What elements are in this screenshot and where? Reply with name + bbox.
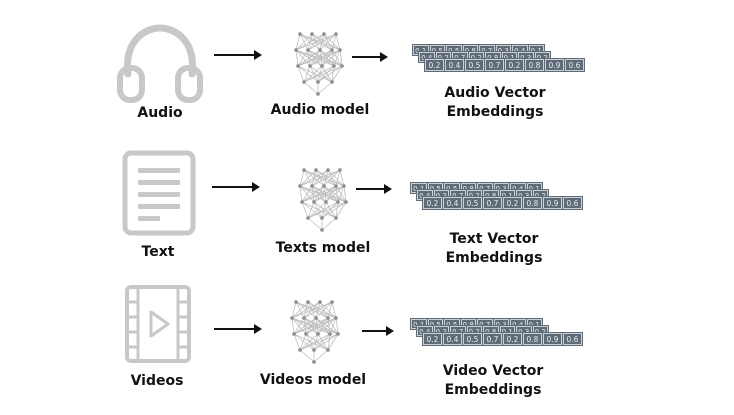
embedding-matrix-videos: 0.10.50.50.80.70.30.40.10.40.20.70.20.80… [410, 318, 585, 350]
embedding-value: 0.2 [425, 59, 444, 71]
embedding-value: 0.9 [543, 197, 562, 209]
document-icon [122, 150, 196, 236]
embedding-value: 0.8 [525, 59, 544, 71]
embedding-label-line1: Text Vector [449, 231, 539, 247]
video-file-icon [125, 285, 191, 363]
input-label-audio: Audio [137, 105, 183, 121]
input-label-videos: Videos [130, 373, 184, 389]
embedding-label-text: Text Vector Embeddings [419, 230, 569, 268]
embedding-value: 0.2 [503, 197, 522, 209]
arrow-model-to-embedding-text [356, 184, 392, 194]
embedding-value: 0.7 [483, 197, 502, 209]
embedding-value: 0.9 [545, 59, 564, 71]
embedding-value: 0.2 [505, 59, 524, 71]
embedding-value: 0.4 [443, 333, 462, 345]
embedding-value: 0.6 [565, 59, 584, 71]
embedding-value: 0.4 [445, 59, 464, 71]
embedding-value: 0.6 [563, 197, 582, 209]
embedding-value: 0.8 [523, 197, 542, 209]
embedding-label-videos: Video Vector Embeddings [418, 362, 568, 400]
model-label-text: Texts model [275, 240, 371, 256]
embedding-value: 0.4 [443, 197, 462, 209]
embedding-value: 0.5 [463, 333, 482, 345]
embedding-value: 0.9 [543, 333, 562, 345]
embedding-value: 0.7 [483, 333, 502, 345]
embedding-label-line1: Audio Vector [444, 85, 546, 101]
embedding-matrix-text: 0.10.50.50.80.70.30.40.10.40.20.70.20.80… [410, 182, 585, 214]
arrow-input-to-model-audio [214, 50, 262, 60]
embedding-label-audio: Audio Vector Embeddings [420, 84, 570, 122]
neural-network-icon [290, 300, 340, 364]
embedding-value: 0.5 [465, 59, 484, 71]
embedding-value: 0.2 [503, 333, 522, 345]
arrow-model-to-embedding-audio [352, 52, 388, 62]
model-label-videos: Videos model [259, 372, 367, 388]
embedding-value: 0.7 [485, 59, 504, 71]
embedding-label-line2: Embeddings [444, 382, 542, 398]
embedding-label-line2: Embeddings [446, 104, 544, 120]
embedding-label-line2: Embeddings [445, 250, 543, 266]
embedding-value: 0.2 [423, 197, 442, 209]
arrow-model-to-embedding-videos [362, 326, 394, 336]
headphones-icon [117, 24, 203, 103]
model-label-audio: Audio model [270, 102, 370, 118]
embedding-matrix-audio: 0.10.50.50.80.70.30.40.10.40.20.70.20.80… [412, 44, 587, 76]
arrow-input-to-model-text [212, 182, 260, 192]
neural-network-icon [298, 168, 348, 232]
embedding-value: 0.8 [523, 333, 542, 345]
arrow-input-to-model-videos [214, 324, 262, 334]
embedding-label-line1: Video Vector [442, 363, 544, 379]
neural-network-icon [294, 32, 344, 96]
embedding-value: 0.6 [563, 333, 582, 345]
embedding-value: 0.2 [423, 333, 442, 345]
input-label-text: Text [141, 244, 175, 260]
embedding-value: 0.5 [463, 197, 482, 209]
